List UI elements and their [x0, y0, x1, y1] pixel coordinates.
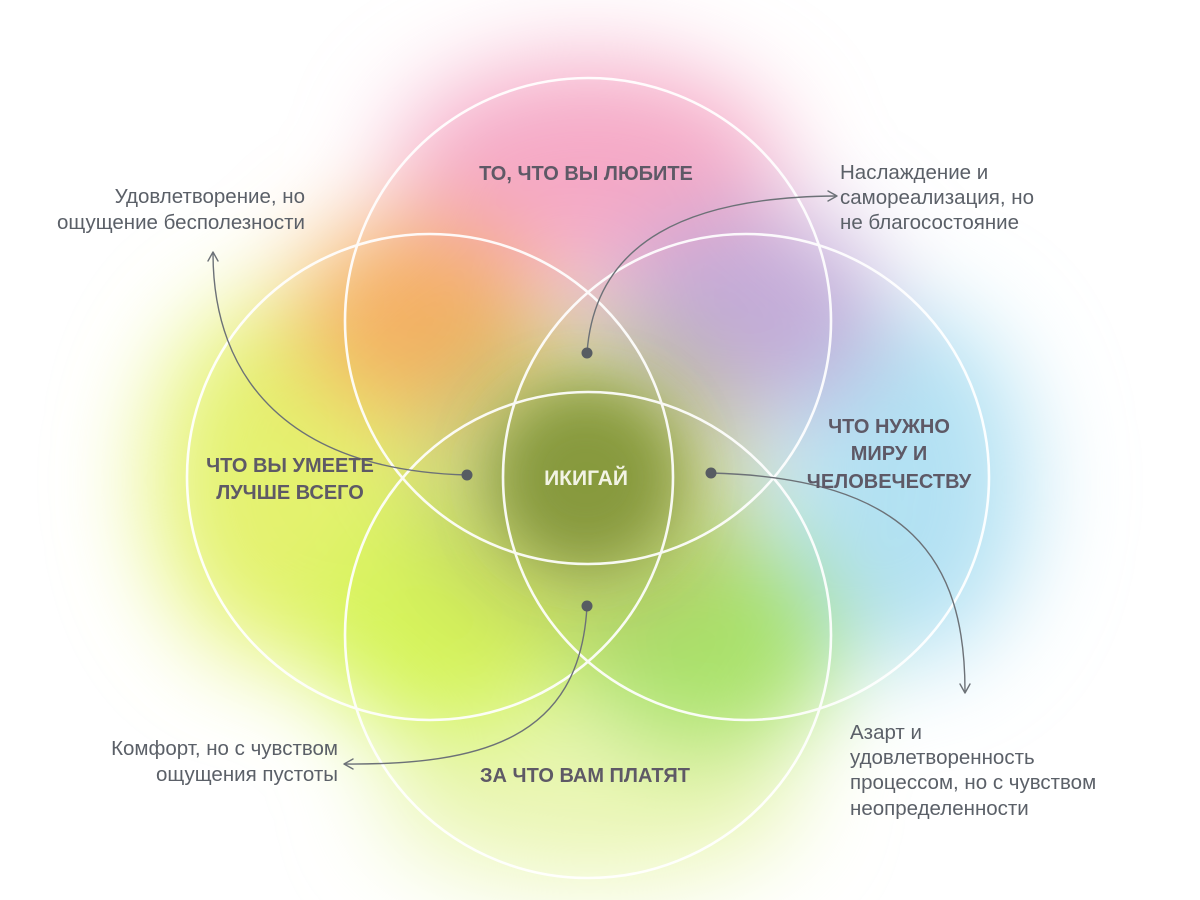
arrowhead	[959, 683, 971, 694]
annotation-line: процессом, но с чувством	[850, 771, 1096, 794]
label-line: ТО, ЧТО ВЫ ЛЮБИТЕ	[479, 163, 693, 185]
annotation-line: Азарт и	[850, 721, 922, 744]
arrow-curve	[344, 605, 588, 765]
label-what-the-world-needs: ЧТО НУЖНО МИРУ И ЧЕЛОВЕЧЕСТВУ	[807, 416, 972, 493]
annotation-love-and-good-at: Удовлетворение, но ощущение бесполезност…	[57, 185, 305, 234]
annotation-line: самореализация, но	[840, 186, 1034, 209]
arrows	[207, 190, 971, 770]
annotation-world-needs-and-paid-for: Азарт и удовлетворенность процессом, но …	[850, 721, 1096, 820]
anchor-dots	[461, 347, 717, 612]
label-line: ЧТО НУЖНО	[828, 416, 950, 438]
label-line: ЧЕЛОВЕЧЕСТВУ	[807, 471, 972, 493]
label-what-you-love: ТО, ЧТО ВЫ ЛЮБИТЕ	[479, 163, 693, 185]
label-what-you-are-paid-for: ЗА ЧТО ВАМ ПЛАТЯТ	[480, 765, 690, 787]
arrowhead	[207, 251, 219, 262]
glow-core	[494, 388, 678, 568]
anchor-dot-love-and-world-needs	[581, 347, 593, 359]
label-line: ЗА ЧТО ВАМ ПЛАТЯТ	[480, 765, 690, 787]
arrow-world-needs-and-paid-for	[710, 472, 971, 694]
label-line: ЧТО ВЫ УМЕЕТЕ	[206, 455, 374, 477]
circle-what-you-love	[343, 76, 833, 566]
label-line: МИРУ И	[851, 443, 927, 465]
anchor-dot-good-at-and-paid-for	[581, 600, 593, 612]
arrow-love-and-world-needs	[586, 190, 838, 354]
center-label-ikigai: ИКИГАЙ	[544, 466, 628, 490]
annotation-line: удовлетворенность	[850, 746, 1035, 769]
circle-what-the-world-needs	[501, 232, 991, 722]
core-glow	[494, 388, 678, 568]
arrowhead	[827, 190, 838, 202]
annotation-good-at-and-paid-for: Комфорт, но с чувством ощущения пустоты	[111, 737, 338, 786]
annotation-line: неопределенности	[850, 797, 1029, 820]
annotation-love-and-world-needs: Наслаждение и самореализация, но не благ…	[840, 161, 1034, 234]
annotation-line: Удовлетворение, но	[115, 185, 305, 208]
circle-what-you-are-good-at	[185, 232, 675, 722]
label-line: ЛУЧШЕ ВСЕГО	[216, 482, 364, 504]
arrow-curve	[212, 252, 468, 476]
anchor-dot-love-and-good-at	[461, 469, 473, 481]
circle-what-you-are-paid-for	[343, 390, 833, 880]
arrow-love-and-good-at	[207, 251, 468, 476]
anchor-dot-world-needs-and-paid-for	[705, 467, 717, 479]
arrowhead	[343, 758, 354, 770]
annotation-line: ощущения пустоты	[156, 763, 338, 786]
venn-circles	[185, 76, 991, 880]
annotation-line: Наслаждение и	[840, 161, 988, 184]
annotation-line: ощущение бесполезности	[57, 211, 305, 234]
annotation-line: не благосостояние	[840, 211, 1019, 234]
arrow-curve	[586, 195, 837, 354]
arrow-good-at-and-paid-for	[343, 605, 588, 770]
annotation-line: Комфорт, но с чувством	[111, 737, 338, 760]
label-what-you-are-good-at: ЧТО ВЫ УМЕЕТЕ ЛУЧШЕ ВСЕГО	[206, 455, 374, 504]
arrow-curve	[710, 472, 966, 692]
